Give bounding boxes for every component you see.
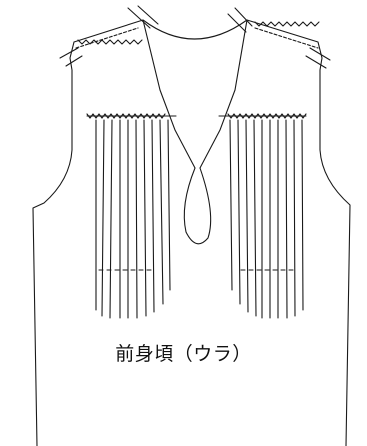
- right-shoulder-dashes: [254, 27, 319, 49]
- left-yoke-zigzag: [86, 113, 166, 119]
- right-shoulder-zigzag: [254, 21, 320, 27]
- left-pintucks: [95, 119, 171, 319]
- keyhole-opening: [183, 167, 212, 245]
- left-shoulder-dashes: [75, 27, 139, 49]
- right-pintucks: [229, 119, 304, 319]
- neckline-left: [142, 19, 196, 169]
- left-neck-notch: [127, 5, 159, 29]
- left-shoulder-zigzag: [77, 39, 143, 45]
- right-neck-notch: [227, 7, 253, 33]
- right-yoke-zigzag: [227, 113, 307, 119]
- bodice-outline: [32, 19, 351, 446]
- neckline-right: [199, 19, 248, 169]
- piece-label: 前身頃（ウラ）: [115, 343, 252, 365]
- left-shoulder-notch: [59, 47, 83, 67]
- right-shoulder-notch: [305, 47, 331, 69]
